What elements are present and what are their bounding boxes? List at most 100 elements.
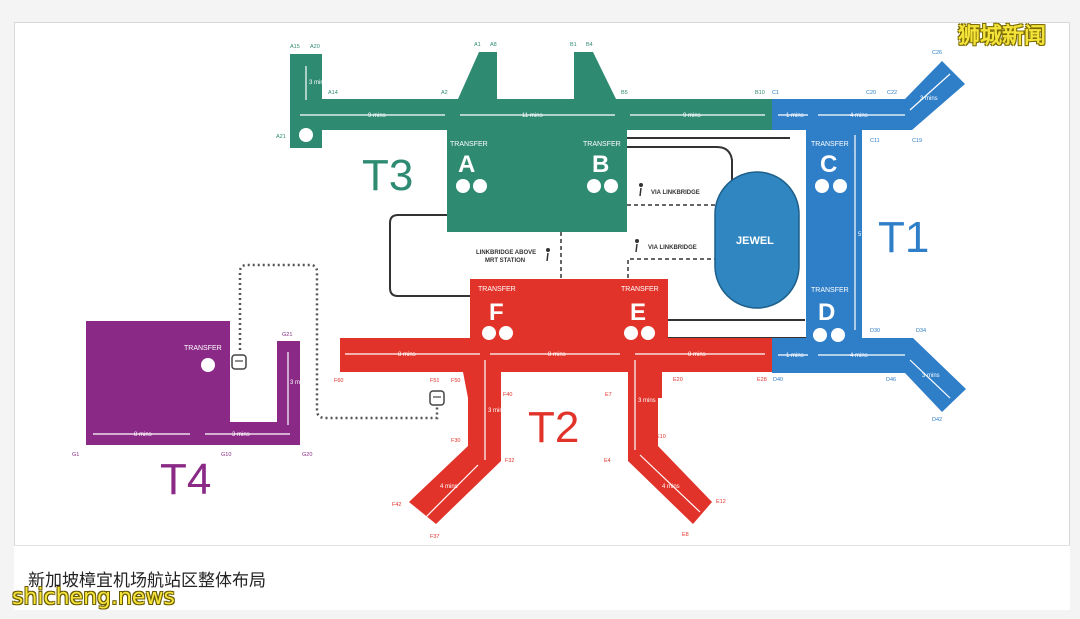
gate-a8: A8 — [490, 42, 497, 48]
mrt-station-label: MRT STATION — [485, 258, 525, 264]
gate-a20: A20 — [310, 44, 320, 50]
image-caption: 新加坡樟宜机场航站区整体布局 — [28, 571, 266, 591]
t1-walk-d40b: 4 mins — [850, 353, 868, 359]
linkbridge-t2-jewel — [627, 258, 720, 278]
t1-building — [772, 61, 966, 412]
gate-c26: C26 — [932, 50, 942, 56]
lounge-icon — [587, 179, 601, 193]
t2-walk-e: 8 mins — [688, 352, 706, 358]
gate-a1: A1 — [474, 42, 481, 48]
t4-label: T4 — [160, 455, 211, 504]
gate-a2: A2 — [441, 90, 448, 96]
gate-f30: F30 — [451, 438, 460, 444]
gate-f37: F37 — [430, 534, 439, 540]
zone-f-label: F — [489, 299, 504, 326]
t3-a21-transfer-icon — [299, 128, 313, 142]
gate-d42: D42 — [932, 417, 942, 423]
gate-c20: C20 — [866, 90, 876, 96]
jewel-label: JEWEL — [736, 235, 774, 247]
gate-labels: A15 A20 A14 A21 A1 A8 A2 B1 B4 B5 B10 C1… — [72, 42, 942, 540]
t3-walk-right: 9 mins — [683, 113, 701, 119]
gate-e12: E12 — [716, 499, 726, 505]
t2-walk-f50: 8 mins — [398, 352, 416, 358]
t1-walk-d40: 1 mins — [786, 353, 804, 359]
gate-b10: B10 — [755, 90, 765, 96]
via-linkbridge-label-1: VIA LINKBRIDGE — [651, 190, 700, 196]
transfer-icon — [831, 328, 845, 342]
gate-f51: F51 — [430, 378, 439, 384]
t2-walk-e-down: 3 mins — [638, 398, 656, 404]
gate-f42: F42 — [392, 502, 401, 508]
t1-label: T1 — [878, 213, 929, 262]
gate-c11: C11 — [870, 138, 880, 144]
t2-walk-f-diag: 4 mins — [440, 484, 458, 490]
transfer-icon — [499, 326, 513, 340]
watermark-top: 狮城新闻 — [958, 24, 1047, 49]
zone-b-icons — [587, 179, 618, 193]
terminal-t3: T3 TRANSFER TRANSFER A B 9 mins 11 mins … — [290, 52, 772, 232]
t1-walk-d46: 3 mins — [922, 373, 940, 379]
t3-t2-loop-left — [389, 214, 470, 297]
transfer-icon — [833, 179, 847, 193]
zone-a-icons — [456, 179, 487, 193]
gate-g10: G10 — [221, 452, 231, 458]
lounge-icon — [813, 328, 827, 342]
lounge-icon — [482, 326, 496, 340]
t3-walk-a-left: 3 mins — [309, 80, 327, 86]
jewel: JEWEL — [714, 171, 800, 309]
t1-walk-mid: 5 mins — [858, 232, 876, 238]
gate-e10: E10 — [656, 434, 666, 440]
gate-b4: B4 — [586, 42, 593, 48]
t2-walk-mid: 8 mins — [548, 352, 566, 358]
gate-e7: E7 — [605, 392, 612, 398]
gate-a15: A15 — [290, 44, 300, 50]
gate-d46: D46 — [886, 377, 896, 383]
t2-transfer-f-label: TRANSFER — [478, 286, 516, 293]
terminal-t2: T2 TRANSFER TRANSFER F E 8 mins 8 mins 8… — [340, 279, 772, 524]
gate-c22: C22 — [887, 90, 897, 96]
t3-walk-mid: 11 mins — [522, 113, 543, 119]
lounge-icon — [815, 179, 829, 193]
t1-transfer-c-label: TRANSFER — [811, 141, 849, 148]
gate-f32: F32 — [505, 458, 514, 464]
t3-transfer-a-label: TRANSFER — [450, 141, 488, 148]
gate-e4: E4 — [604, 458, 611, 464]
changi-airport-terminal-map: T3 TRANSFER TRANSFER A B 9 mins 11 mins … — [72, 42, 966, 540]
t1-walk-c20: 4 mins — [850, 113, 868, 119]
t1-walk-c26: 3 mins — [920, 96, 938, 102]
lounge-icon — [624, 326, 638, 340]
transfer-icon — [604, 179, 618, 193]
t4-building — [86, 321, 300, 445]
jewel-building — [714, 171, 800, 309]
t4-walk-up: 3 mins — [290, 380, 308, 386]
t3-building — [290, 52, 772, 232]
transfer-icon — [473, 179, 487, 193]
t2-walk-f-down: 3 mins — [488, 408, 506, 414]
bus-icon — [231, 354, 247, 370]
gate-g1: G1 — [72, 452, 79, 458]
gate-a21: A21 — [276, 134, 286, 140]
gate-g21: G21 — [282, 332, 292, 338]
gate-a14: A14 — [328, 90, 338, 96]
via-linkbridge-label-2: VIA LINKBRIDGE — [648, 245, 697, 251]
t3-walk-a14: 9 mins — [368, 113, 386, 119]
bus-icon — [429, 390, 445, 406]
gate-b5: B5 — [621, 90, 628, 96]
linkbridge-above-label: LINKBRIDGE ABOVE — [476, 250, 536, 256]
lounge-icon — [456, 179, 470, 193]
zone-e-label: E — [630, 299, 646, 326]
gate-f40: F40 — [503, 392, 512, 398]
t4-walk-left: 8 mins — [134, 432, 152, 438]
walking-person-icon — [546, 183, 643, 262]
gate-f50: F50 — [451, 378, 460, 384]
dashed-linkbridges — [560, 204, 720, 279]
t1-walk-c1: 1 mins — [786, 113, 804, 119]
gate-d34: D34 — [916, 328, 926, 334]
gate-g20: G20 — [302, 452, 312, 458]
t2-walk-e-diag: 4 mins — [662, 484, 680, 490]
gate-c1: C1 — [772, 90, 779, 96]
gate-b1: B1 — [570, 42, 577, 48]
zone-c-label: C — [820, 151, 837, 178]
transfer-icon — [201, 358, 215, 372]
terminal-t1: T1 TRANSFER TRANSFER C D 1 mins 4 mins 3… — [772, 61, 966, 412]
